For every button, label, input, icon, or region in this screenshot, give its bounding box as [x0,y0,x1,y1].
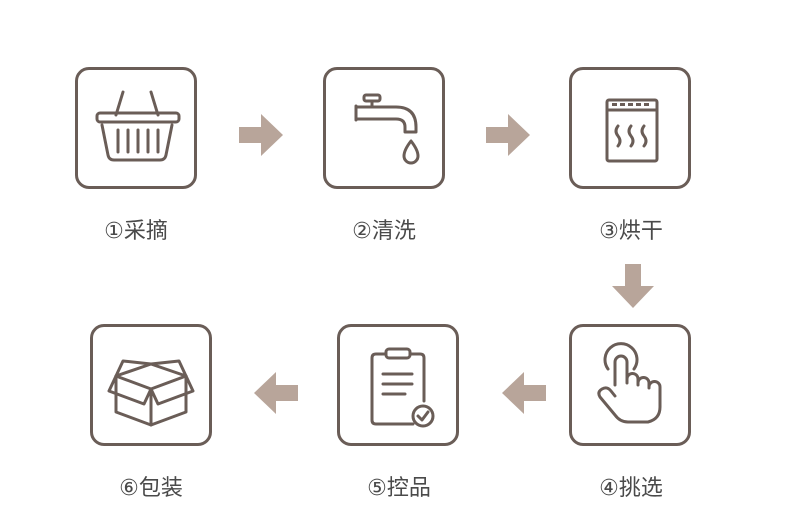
step-2-label: ②清洗 [352,219,416,244]
step-4-box [569,324,691,446]
step-1-box [75,67,197,189]
step-6-box [90,324,212,446]
step-6-label: ⑥包装 [119,476,183,501]
step-1-label: ①采摘 [104,219,168,244]
clipboard-check-icon [370,347,435,428]
step-3-label: ③烘干 [599,219,663,244]
step-4-label: ④挑选 [599,476,663,501]
basket-icon [95,90,181,162]
arrow-left-icon [502,372,546,414]
arrow-left-icon [254,372,298,414]
step-5-box [337,324,459,446]
arrow-down-icon [612,264,654,308]
arrow-right-icon [486,114,530,156]
step-5-label: ⑤控品 [367,476,431,501]
box-icon [107,359,195,427]
arrow-right-icon [239,114,283,156]
step-2-box [323,67,445,189]
step-3-box [569,67,691,189]
touch-hand-icon [597,342,662,424]
dryer-icon [605,98,659,163]
faucet-icon [354,93,420,165]
